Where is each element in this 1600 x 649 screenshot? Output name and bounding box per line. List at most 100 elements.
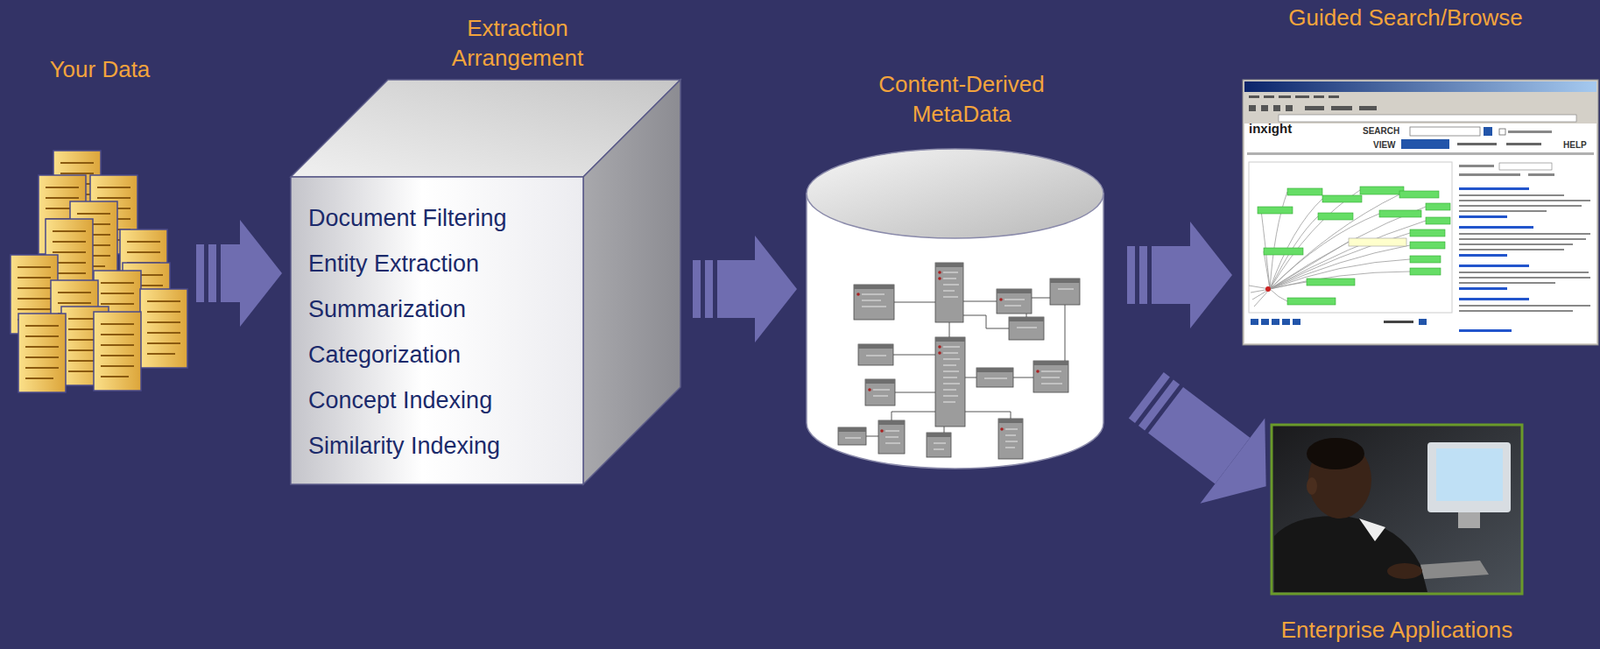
er-diagram-part-part <box>937 345 942 349</box>
node-heading: Content-Derived MetaData <box>847 69 1076 129</box>
er-diagram-part-part <box>935 262 964 268</box>
office-photo-part <box>1387 563 1423 579</box>
browser-screenshot-part-part <box>1459 287 1508 290</box>
office-photo-part <box>1271 424 1523 594</box>
browser-screenshot-part-part <box>1459 281 1556 284</box>
office-photo-part <box>1359 518 1386 542</box>
box-side <box>583 79 681 485</box>
document-stack-part <box>93 311 141 391</box>
er-diagram-part-part <box>1033 360 1069 366</box>
browser-screenshot-part-part <box>1269 198 1323 289</box>
browser-screenshot-part-part <box>1528 173 1555 177</box>
browser-screenshot-part-part <box>1459 164 1495 168</box>
browser-screenshot-part-part <box>1269 213 1380 289</box>
arrow-part <box>1200 418 1267 504</box>
browser-screenshot-part-part <box>1328 95 1340 99</box>
er-diagram-part <box>866 297 1065 437</box>
block-arrow <box>692 235 797 343</box>
node-heading: Guided Search/Browse <box>1288 2 1523 33</box>
arrow-part <box>754 235 797 343</box>
er-diagram-part-part <box>865 379 896 406</box>
browser-screenshot-part-part <box>1269 245 1410 289</box>
browser-screenshot-part <box>1257 186 1451 305</box>
er-diagram-part-part <box>878 420 905 454</box>
browser-screenshot-part <box>1247 152 1594 156</box>
screen-label: SEARCH <box>1362 126 1400 136</box>
browser-screenshot-part-part <box>1261 210 1270 289</box>
browser-screenshot-part-part <box>1459 310 1573 312</box>
er-diagram-part-part <box>845 272 1074 450</box>
er-diagram-part <box>856 270 1040 433</box>
er-diagram-part <box>838 262 1080 438</box>
browser-screenshot-part-part <box>1418 318 1427 325</box>
browser-screenshot-part-part <box>1261 105 1269 112</box>
er-diagram-part-part <box>996 288 1032 294</box>
browser-screenshot-part <box>1483 126 1493 136</box>
browser-screenshot-part-part <box>1399 190 1439 198</box>
document-stack-part <box>119 229 168 309</box>
browser-screenshot-part-part <box>1459 248 1565 251</box>
browser-screenshot-part-part <box>1359 105 1377 111</box>
er-diagram-part-part <box>926 432 952 458</box>
browser-screenshot-part-part <box>1322 195 1362 203</box>
er-diagram-part-part <box>935 337 966 427</box>
office-photo-part <box>1427 442 1511 513</box>
browser-screenshot-part-part <box>1278 95 1291 99</box>
browser-screenshot-part-part <box>1409 267 1441 275</box>
office-photo-part <box>1306 477 1318 495</box>
document-stack-part <box>10 254 58 334</box>
er-diagram-part <box>845 272 1074 450</box>
document-stack-part <box>53 150 101 230</box>
browser-screenshot-part-part <box>1459 173 1521 177</box>
browser-screenshot-part-part <box>1295 95 1310 99</box>
browser-screenshot-part-part <box>1261 318 1269 325</box>
er-diagram-part-part <box>1008 317 1044 322</box>
document-stack-part <box>50 280 99 360</box>
arrow-part <box>1139 246 1148 304</box>
screen-label: HELP <box>1563 140 1587 150</box>
list-item: Categorization <box>308 331 508 378</box>
er-diagram-part-part <box>858 344 894 349</box>
arrow-part <box>1190 221 1233 329</box>
extraction-box: Extraction ArrangementDocument Filtering… <box>290 79 681 485</box>
browser-screenshot-part <box>1401 139 1450 149</box>
er-diagram-part-part <box>935 337 966 342</box>
browser-screenshot-part-part <box>1459 232 1591 235</box>
browser-screenshot-part-part <box>1269 281 1307 289</box>
document-stack-part <box>45 218 93 298</box>
arrow-part <box>717 260 755 318</box>
browser-screenshot-part <box>1250 318 1427 325</box>
er-diagram-part-part <box>976 367 1014 388</box>
er-diagram-part-part <box>853 284 895 289</box>
browser-screenshot-part-part <box>1459 264 1530 268</box>
browser-screenshot-part-part <box>1282 318 1290 325</box>
browser-screenshot-part-part <box>1425 217 1451 225</box>
document-stack-part <box>18 313 66 393</box>
browser-screenshot-part-part <box>1409 229 1445 237</box>
browser-screenshot-part <box>1248 190 1426 307</box>
document-stack <box>10 150 188 393</box>
cylinder-outline <box>805 148 1105 470</box>
document-stack-part <box>140 288 188 368</box>
screen-label: inxight <box>1248 120 1292 136</box>
screen-label: VIEW <box>1373 140 1396 150</box>
item-list: Document FilteringEntity ExtractionSumma… <box>308 195 508 469</box>
browser-screenshot-part-part <box>1269 232 1410 289</box>
office-photo-part <box>1306 437 1365 470</box>
list-item: Similarity Indexing <box>308 422 508 469</box>
browser-screenshot-part-part <box>1287 297 1336 305</box>
browser-screenshot-part <box>1506 142 1542 146</box>
browser-screenshot-part-part <box>1269 259 1410 289</box>
document-stack-part <box>93 270 141 350</box>
office-photo-part <box>1308 441 1372 519</box>
arrow-part <box>208 244 217 303</box>
er-diagram-part-part <box>853 284 895 320</box>
arrow-part <box>692 260 701 318</box>
er-diagram-part-part <box>1036 369 1040 374</box>
er-diagram-part-part <box>998 418 1023 423</box>
enterprise-photo: Enterprise Applications <box>1271 424 1523 594</box>
er-diagram-part-part <box>1000 427 1004 431</box>
browser-screenshot-part-part <box>1459 215 1508 219</box>
list-item: Entity Extraction <box>308 240 508 287</box>
